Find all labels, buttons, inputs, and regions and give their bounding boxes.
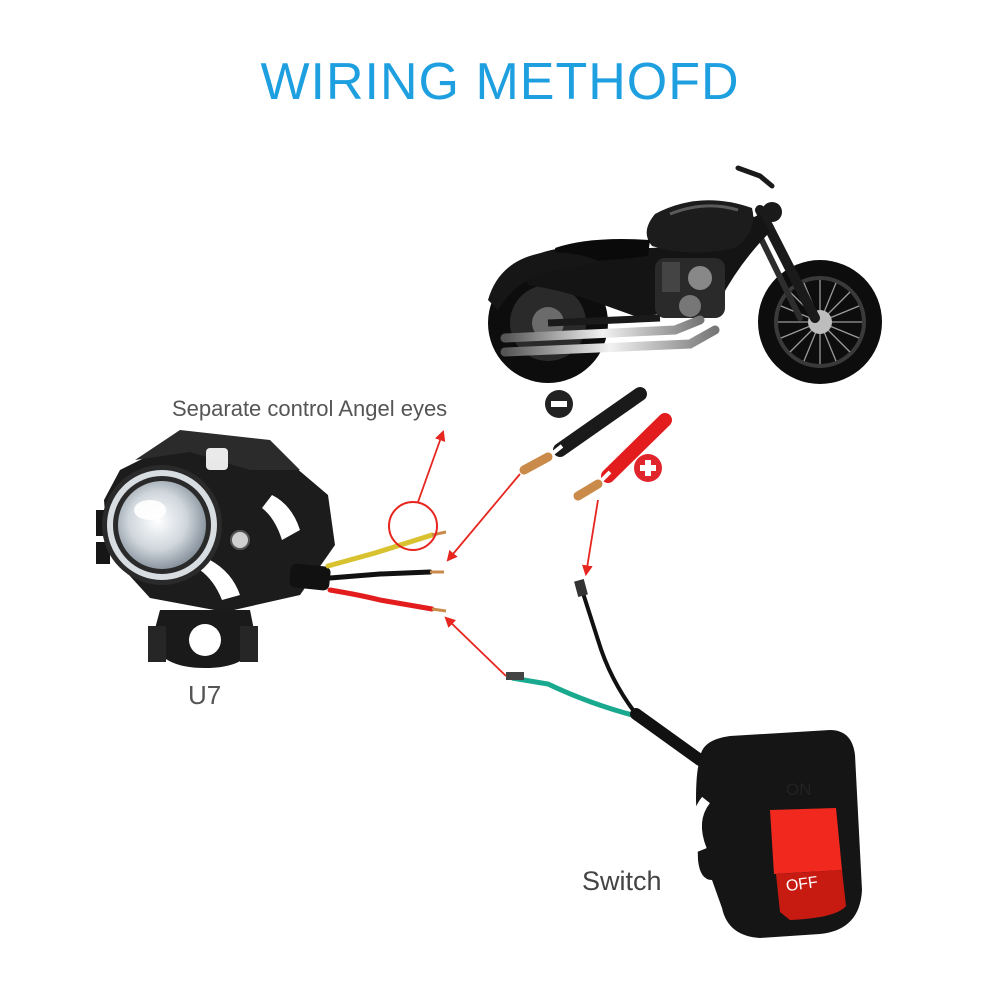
plus-circle-icon — [634, 454, 662, 482]
angel-eyes-circle — [388, 501, 438, 551]
minus-circle-icon — [545, 390, 573, 418]
page-title: WIRING METHOFD — [260, 53, 740, 111]
lamp-wires — [325, 530, 447, 613]
switch-wires — [506, 578, 706, 766]
u7-lamp-image — [96, 430, 335, 668]
arrow-positive-to-switch — [582, 499, 599, 577]
arrow-switch-to-red — [444, 616, 507, 677]
arrow-negative-to-black — [446, 473, 521, 562]
switch-image — [691, 730, 862, 938]
switch-label: Switch — [582, 866, 662, 896]
motorcycle-image — [488, 165, 882, 384]
battery-positive-wire — [573, 413, 672, 501]
switch-on-label: ON — [786, 780, 812, 799]
lamp-model-label: U7 — [188, 680, 222, 710]
arrow-to-angel-label — [417, 429, 446, 503]
battery-negative-wire — [519, 387, 647, 475]
angel-eyes-label: Separate control Angel eyes — [172, 396, 448, 421]
